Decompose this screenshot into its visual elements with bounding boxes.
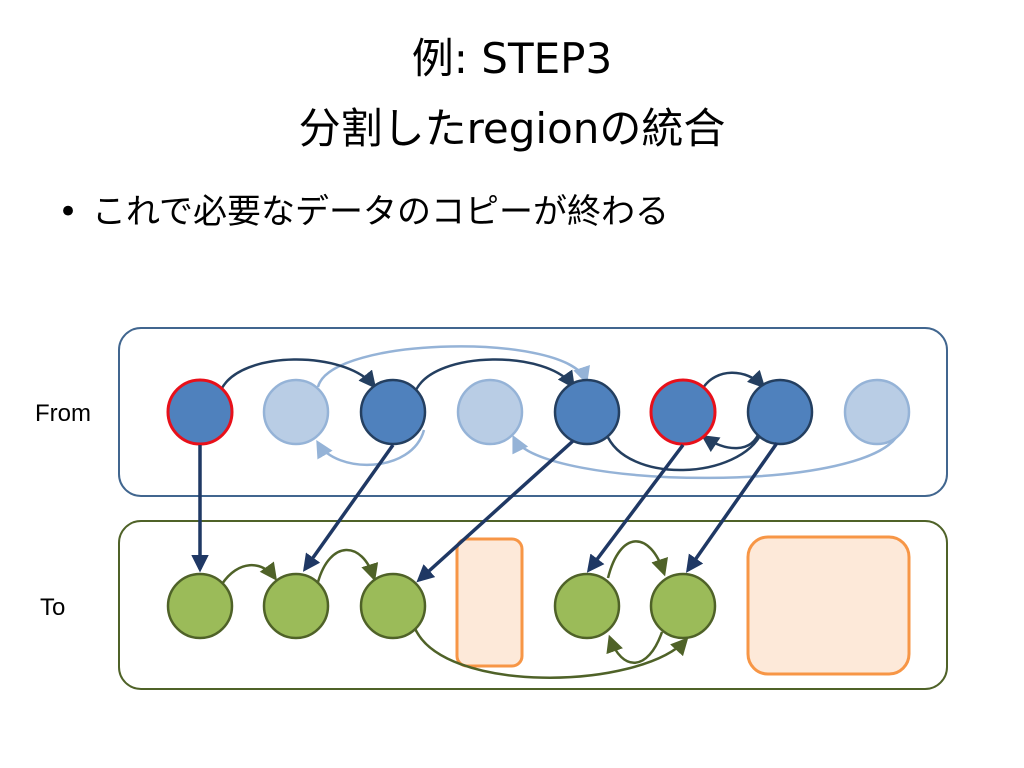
bullet-text: これで必要なデータのコピーが終わる [92, 192, 669, 232]
bullet-item: • これで必要なデータのコピーが終わる [58, 187, 669, 237]
to-label: To [40, 594, 66, 621]
to-region-box [118, 520, 948, 690]
to-node [262, 572, 330, 640]
reference-arrow [316, 345, 590, 388]
reference-arrow [606, 540, 668, 579]
from-node-root [166, 378, 234, 446]
copy-arrow [416, 439, 575, 583]
reference-arrow [606, 631, 664, 664]
reference-arrow [412, 625, 689, 679]
copy-arrow [302, 443, 395, 572]
slide-title-line-1: 例: STEP3 [411, 34, 613, 83]
reference-arrow [316, 429, 426, 467]
from-region-box [118, 327, 948, 497]
reference-arrow [512, 429, 902, 480]
from-node-live [746, 378, 814, 446]
from-node-garbage [843, 378, 911, 446]
reference-arrow [604, 431, 764, 472]
bullet-marker: • [58, 192, 79, 232]
from-node-garbage [456, 378, 524, 446]
reference-arrow [414, 358, 576, 391]
from-node-live [359, 378, 427, 446]
reference-arrow [701, 369, 766, 389]
slide-title-line-2: 分割したregionの統合 [298, 104, 726, 153]
reference-arrow [219, 358, 377, 391]
copy-arrow [685, 441, 779, 573]
from-label: From [35, 400, 91, 427]
reference-arrow [220, 561, 278, 585]
to-node [166, 572, 234, 640]
to-node [359, 572, 427, 640]
copy-arrow [586, 443, 685, 573]
from-node-live [553, 378, 621, 446]
from-node-garbage [262, 378, 330, 446]
free-block [746, 535, 911, 676]
to-node [553, 572, 621, 640]
from-node-root [649, 378, 717, 446]
to-node [649, 572, 717, 640]
reference-arrow [316, 548, 379, 583]
free-block [455, 537, 524, 668]
